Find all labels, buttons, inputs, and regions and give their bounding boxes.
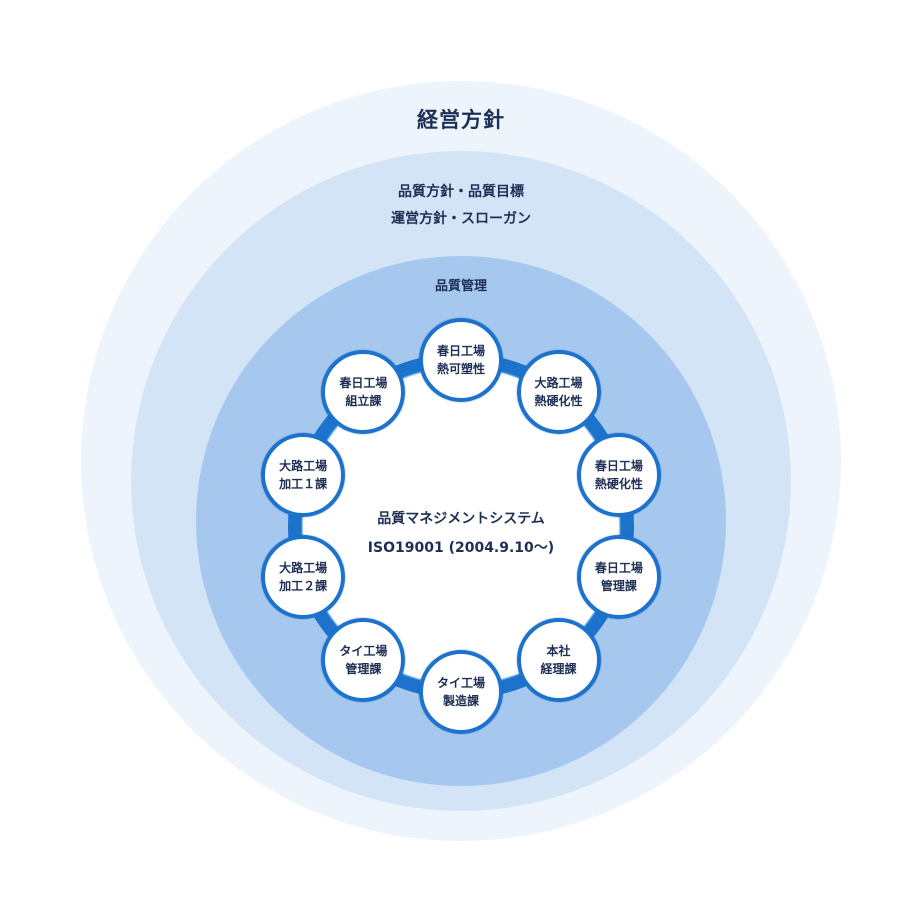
department-node[interactable]: タイ工場製造課 bbox=[419, 650, 503, 734]
department-node[interactable]: 春日工場熱可塑性 bbox=[419, 318, 503, 402]
node-location-label: 春日工場 bbox=[436, 344, 485, 358]
node-section-label: 熱硬化性 bbox=[594, 476, 643, 491]
node-location-label: タイ工場 bbox=[436, 676, 485, 690]
node-location-label: タイ工場 bbox=[339, 644, 388, 659]
management-policy-label: 経営方針 bbox=[417, 108, 505, 132]
node-section-label: 加工１課 bbox=[279, 476, 328, 491]
quality-policy-label: 品質方針・品質目標 bbox=[398, 184, 524, 200]
quality-control-label: 品質管理 bbox=[434, 279, 487, 294]
node-section-label: 経理課 bbox=[540, 662, 577, 677]
department-node[interactable]: 春日工場管理課 bbox=[576, 535, 661, 620]
operation-policy-label: 運営方針・スローガン bbox=[391, 211, 531, 227]
node-location-label: 大路工場 bbox=[279, 458, 328, 473]
node-location-label: 春日工場 bbox=[339, 375, 388, 390]
department-node[interactable]: 大路工場熱硬化性 bbox=[516, 349, 601, 434]
node-location-label: 大路工場 bbox=[279, 561, 328, 576]
node-section-label: 管理課 bbox=[345, 662, 382, 677]
department-node[interactable]: タイ工場管理課 bbox=[321, 618, 406, 703]
node-location-label: 春日工場 bbox=[594, 561, 643, 576]
department-node[interactable]: 春日工場熱硬化性 bbox=[576, 432, 661, 517]
qms-subtitle: ISO19001 (2004.9.10〜) bbox=[367, 540, 555, 556]
node-section-label: 熱可塑性 bbox=[436, 362, 485, 376]
qms-title: 品質マネジメントシステム bbox=[377, 511, 545, 527]
node-location-label: 本社 bbox=[546, 644, 571, 659]
node-location-label: 春日工場 bbox=[594, 458, 643, 473]
node-section-label: 管理課 bbox=[600, 579, 637, 594]
department-node[interactable]: 大路工場加工１課 bbox=[261, 432, 346, 517]
node-section-label: 熱硬化性 bbox=[534, 393, 583, 408]
node-location-label: 大路工場 bbox=[534, 375, 583, 390]
department-node[interactable]: 春日工場組立課 bbox=[321, 349, 406, 434]
department-node[interactable]: 大路工場加工２課 bbox=[261, 535, 346, 620]
node-section-label: 組立課 bbox=[345, 393, 382, 408]
node-section-label: 製造課 bbox=[442, 694, 479, 708]
department-node[interactable]: 本社経理課 bbox=[516, 618, 601, 703]
node-section-label: 加工２課 bbox=[279, 579, 328, 594]
